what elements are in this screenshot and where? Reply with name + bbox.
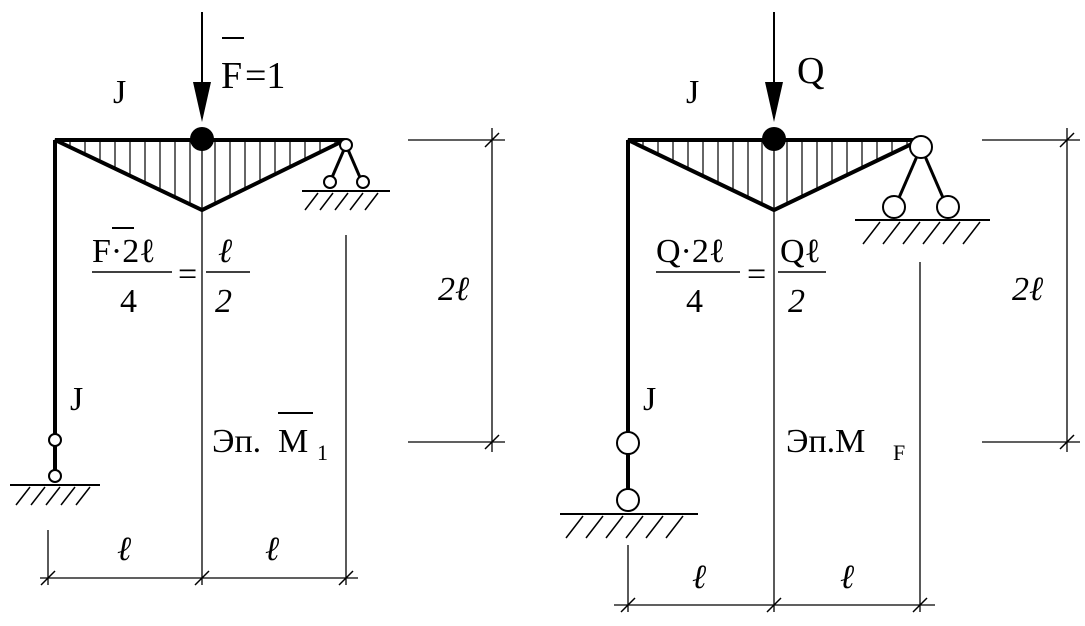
left-ordinate-result-den: 2	[215, 283, 232, 320]
left-ground-hatch	[15, 486, 91, 506]
right-ordinate-denominator: 4	[686, 283, 703, 320]
left-force-letter: F	[221, 55, 242, 97]
left-load-hinge	[190, 127, 214, 151]
right-roller-pin-right	[936, 195, 960, 219]
left-stiffness-column: J	[70, 381, 83, 418]
left-force-value: =1	[245, 55, 285, 97]
left-diagram-prefix: Эп.	[212, 423, 261, 460]
right-ordinate-result-num: Qℓ	[780, 233, 821, 270]
right-roller-pin-left	[882, 195, 906, 219]
right-roller-pin-top	[909, 135, 933, 159]
right-diagram-prefix: Эп.M	[786, 423, 865, 460]
right-stiffness-column: J	[643, 381, 656, 418]
right-height-label: 2ℓ	[1012, 271, 1043, 308]
right-load-hinge	[762, 127, 786, 151]
left-height-label: 2ℓ	[438, 271, 469, 308]
left-support-pin-top	[48, 433, 62, 447]
left-ordinate-denominator: 4	[120, 283, 137, 320]
left-stiffness-beam: J	[113, 74, 126, 111]
left-roller-pin-top	[339, 138, 353, 152]
left-moment-hatching	[69, 140, 336, 204]
right-moment-hatching	[642, 140, 908, 204]
right-support-pin-bottom	[616, 488, 640, 512]
right-ordinate-numerator: Q·2ℓ	[656, 233, 725, 270]
right-ordinate-equals: =	[747, 256, 766, 293]
right-force-label: Q	[797, 50, 824, 92]
left-support-pin-bottom	[48, 469, 62, 483]
left-span-label-1: ℓ	[117, 531, 131, 568]
left-frame: F =1 J J F·2ℓ 4 = ℓ 2 Эп. M 1 2ℓ ℓ ℓ	[10, 12, 505, 586]
right-diagram-index: F	[893, 440, 905, 465]
right-support-pin-top	[616, 431, 640, 455]
left-diagram-index: 1	[317, 440, 328, 465]
right-frame: Q J J Q·2ℓ 4 = Qℓ 2 Эп.M F 2ℓ ℓ ℓ	[560, 12, 1080, 613]
right-ground-hatch	[565, 515, 684, 539]
right-ordinate-result-den: 2	[788, 283, 805, 320]
left-ordinate-equals: =	[178, 256, 197, 293]
left-diagram-letter: M	[278, 423, 308, 460]
left-ordinate-result-num: ℓ	[218, 233, 232, 270]
right-stiffness-beam: J	[686, 74, 699, 111]
left-span-label-2: ℓ	[265, 531, 279, 568]
left-ordinate-numerator: F·2ℓ	[92, 233, 156, 270]
left-force-arrowhead	[193, 82, 211, 122]
left-roller-hatch	[304, 192, 379, 211]
right-span-label-1: ℓ	[692, 559, 706, 596]
right-force-arrowhead	[765, 82, 783, 122]
left-roller-pin-left	[323, 175, 337, 189]
right-span-label-2: ℓ	[840, 559, 854, 596]
left-roller-pin-right	[356, 175, 370, 189]
right-roller-hatch	[862, 221, 981, 245]
